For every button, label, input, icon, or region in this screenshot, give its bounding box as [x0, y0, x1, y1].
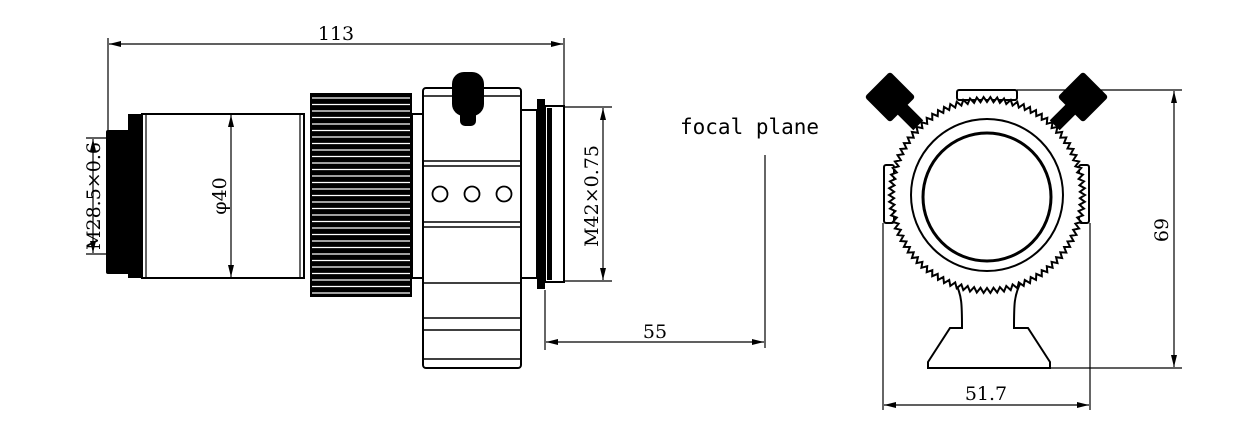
- screw-hole-icon: [495, 185, 513, 203]
- lens-opening: [921, 131, 1053, 263]
- neck: [520, 109, 538, 279]
- output-thread-dimension: M42×0.75: [564, 106, 612, 282]
- tube-body: [141, 113, 305, 279]
- mount-foot: [927, 281, 1051, 369]
- input-thread-adapter: [106, 130, 130, 274]
- diameter-dimension: φ40: [209, 115, 234, 277]
- outer-lens-ring: [910, 118, 1064, 272]
- screw-hole-icon: [431, 185, 449, 203]
- knurled-focus-ring[interactable]: [310, 93, 412, 297]
- diameter-label: φ40: [209, 177, 231, 214]
- lock-knob[interactable]: [452, 72, 484, 126]
- back-focus-dimension: 55: [544, 290, 764, 350]
- width-label: 51.7: [965, 383, 1007, 405]
- width-dimension: 51.7: [882, 223, 1091, 410]
- output-thread-label: M42×0.75: [581, 145, 603, 247]
- flange: [128, 114, 142, 278]
- length-dimension: 113: [107, 23, 565, 132]
- input-thread-dimension: M28.5×0.6: [83, 137, 106, 255]
- left-lock-knob[interactable]: [865, 72, 931, 138]
- height-dimension: 69: [1017, 89, 1182, 369]
- clamp-body: [422, 87, 522, 369]
- height-label: 69: [1151, 218, 1173, 242]
- side-view: 113 M28.5×0.6 φ40: [83, 23, 819, 369]
- right-lock-knob[interactable]: [1042, 72, 1108, 138]
- back-focus-label: 55: [643, 321, 667, 343]
- focal-plane-label: focal plane: [680, 115, 819, 139]
- length-label: 113: [318, 23, 354, 45]
- front-view: 69 51.7: [865, 72, 1182, 410]
- gear-ring[interactable]: [887, 95, 1087, 295]
- input-thread-label: M28.5×0.6: [83, 142, 105, 250]
- screw-hole-icon: [463, 185, 481, 203]
- lock-ring: [537, 99, 545, 289]
